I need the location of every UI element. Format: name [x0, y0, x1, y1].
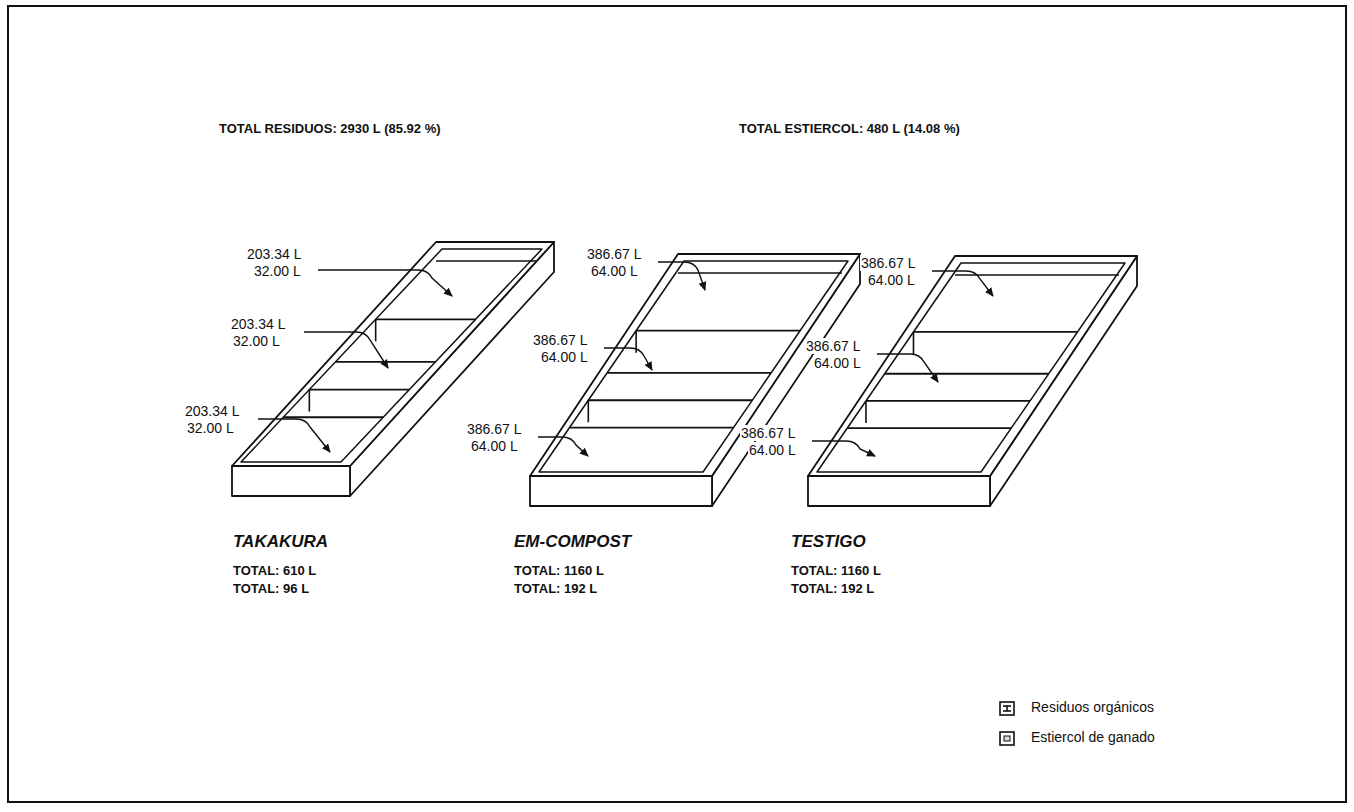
callout-volume: 203.34 L [184, 403, 241, 419]
legend-text: Residuos orgánicos [1030, 699, 1155, 715]
divider-wall [375, 319, 377, 341]
callout-volume: 386.67 L [740, 425, 797, 441]
tray-front [530, 476, 712, 506]
summary-total: TOTAL ESTIERCOL: 480 L (14.08 %) [738, 122, 961, 137]
divider [913, 331, 1077, 333]
leader-arrow [877, 354, 938, 382]
callout-volume: 32.00 L [232, 333, 281, 349]
divider [283, 416, 383, 418]
tray-rim [817, 263, 1125, 472]
tray-total: TOTAL: 192 L [513, 582, 598, 597]
divider [636, 330, 800, 332]
tray-stroke [436, 260, 536, 261]
tray-total: TOTAL: 192 L [790, 582, 875, 597]
callout-volume: 386.67 L [466, 421, 523, 437]
divider [309, 389, 409, 391]
callout-volume: 32.00 L [253, 263, 302, 279]
leader-arrow [658, 262, 705, 290]
divider [885, 373, 1049, 375]
divider [866, 400, 1030, 402]
leader-arrow [304, 332, 388, 368]
callout-volume: 386.67 L [532, 332, 589, 348]
callout-volume: 64.00 L [813, 355, 862, 371]
divider [335, 361, 435, 363]
compost-tray [530, 254, 860, 506]
compost-tray [232, 242, 554, 496]
tray-top [808, 256, 1137, 476]
callout-volume: 386.67 L [586, 246, 643, 262]
tray-front [232, 466, 350, 496]
tray-name: TESTIGO [790, 532, 867, 552]
tray-rim [539, 261, 848, 472]
callout-volume: 64.00 L [748, 442, 797, 458]
leader-arrow [604, 348, 652, 370]
callout-volume: 32.00 L [186, 420, 235, 436]
tray-total: TOTAL: 610 L [232, 564, 317, 579]
divider [588, 399, 752, 401]
tray-top [530, 254, 860, 476]
legend-text: Estiercol de ganado [1030, 729, 1156, 745]
divider [569, 427, 733, 429]
divider [847, 427, 1011, 429]
divider [376, 318, 476, 320]
callout-volume: 386.67 L [805, 338, 862, 354]
divider-wall [913, 332, 915, 354]
leader-arrow [812, 441, 875, 456]
legend-icon [1000, 702, 1014, 715]
divider [607, 372, 771, 374]
leader-arrow [258, 419, 330, 452]
callout-volume: 64.00 L [590, 263, 639, 279]
legend-icon [1000, 732, 1014, 745]
tray-stroke [955, 274, 1119, 275]
tray-total: TOTAL: 96 L [232, 582, 310, 597]
callout-volume: 386.67 L [860, 255, 917, 271]
callout-volume: 203.34 L [246, 246, 303, 262]
callout-volume: 64.00 L [540, 349, 589, 365]
tray-name: TAKAKURA [232, 532, 329, 552]
leader-group [258, 262, 993, 456]
compost-tray [808, 256, 1137, 506]
tray-total: TOTAL: 1160 L [513, 564, 605, 579]
leader-arrow [318, 270, 452, 296]
tray-stroke [678, 272, 842, 273]
tray-top [232, 242, 554, 466]
leader-arrow [932, 271, 993, 296]
tray-name: EM-COMPOST [513, 532, 632, 552]
tray-rim [241, 249, 542, 462]
divider-wall [865, 401, 867, 423]
tray-total: TOTAL: 1160 L [790, 564, 882, 579]
leader-arrow [538, 437, 588, 456]
frame [8, 6, 1346, 802]
callout-volume: 203.34 L [230, 316, 287, 332]
divider-wall [587, 400, 589, 422]
callout-volume: 64.00 L [470, 438, 519, 454]
divider-wall [309, 390, 311, 412]
callout-volume: 64.00 L [867, 272, 916, 288]
tray-front [808, 476, 990, 506]
tray-group [232, 242, 1137, 506]
summary-total: TOTAL RESIDUOS: 2930 L (85.92 %) [218, 122, 442, 137]
